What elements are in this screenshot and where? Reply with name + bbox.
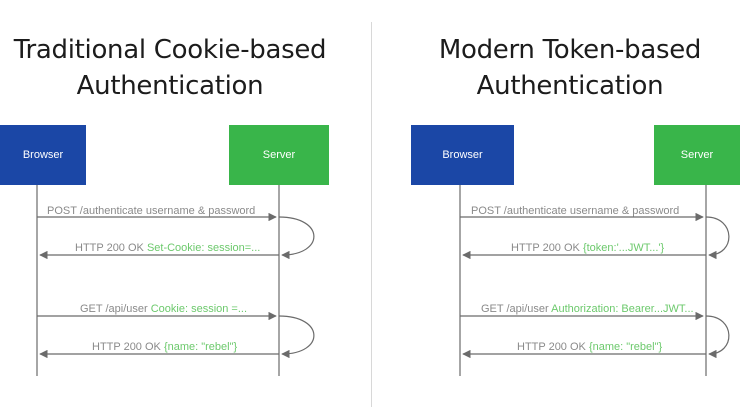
left-browser-label: Browser: [22, 149, 64, 161]
left-message-3: GET /api/user Cookie: session =...: [80, 303, 247, 316]
left-loop-2: [278, 315, 315, 359]
right-browser-label: Browser: [442, 149, 483, 161]
left-server-box: Server: [229, 125, 329, 185]
right-title-line2: Authentication: [476, 71, 664, 101]
center-divider: [371, 22, 372, 407]
right-message-1-text: POST /authenticate username & password: [471, 205, 680, 217]
left-message-3-text: GET /api/user: [80, 303, 151, 315]
right-message-3-highlight: Authorization: Bearer...JWT...: [551, 303, 694, 315]
left-message-1: POST /authenticate username & password: [47, 205, 255, 218]
left-title-line1: Traditional Cookie-based: [13, 35, 327, 65]
right-browser-box: Browser: [411, 125, 514, 185]
right-message-1: POST /authenticate username & password: [471, 205, 679, 218]
left-message-2: HTTP 200 OK Set-Cookie: session=...: [75, 242, 260, 255]
left-message-3-highlight: Cookie: session =...: [150, 303, 248, 315]
left-title-line2: Authentication: [76, 71, 264, 101]
right-title-line1: Modern Token-based: [438, 35, 702, 65]
left-message-4: HTTP 200 OK {name: "rebel"}: [92, 341, 237, 354]
left-message-1-text: POST /authenticate username & password: [47, 205, 256, 217]
left-message-4-text: HTTP 200 OK: [92, 341, 164, 353]
left-title: Traditional Cookie-based Authentication: [0, 32, 340, 104]
right-loop-2: [705, 315, 730, 359]
left-message-2-text: HTTP 200 OK: [75, 242, 147, 254]
right-message-2-text: HTTP 200 OK: [511, 242, 583, 254]
left-server-label: Server: [262, 149, 296, 161]
right-message-2: HTTP 200 OK {token:'...JWT...'}: [511, 242, 664, 255]
right-message-2-highlight: {token:'...JWT...'}: [582, 242, 665, 254]
left-loop-1: [278, 216, 315, 260]
right-message-4-highlight: {name: "rebel"}: [588, 341, 663, 353]
left-browser-box: Browser: [0, 125, 86, 185]
right-server-box: Server: [654, 125, 740, 185]
right-loop-1: [705, 216, 730, 260]
left-message-4-highlight: {name: "rebel"}: [163, 341, 238, 353]
right-message-4: HTTP 200 OK {name: "rebel"}: [517, 341, 662, 354]
right-message-4-text: HTTP 200 OK: [517, 341, 589, 353]
left-message-2-highlight: Set-Cookie: session=...: [146, 242, 261, 254]
right-server-label: Server: [680, 149, 714, 161]
right-message-3-text: GET /api/user: [481, 303, 552, 315]
right-title: Modern Token-based Authentication: [400, 32, 740, 104]
right-message-3: GET /api/user Authorization: Bearer...JW…: [481, 303, 694, 316]
